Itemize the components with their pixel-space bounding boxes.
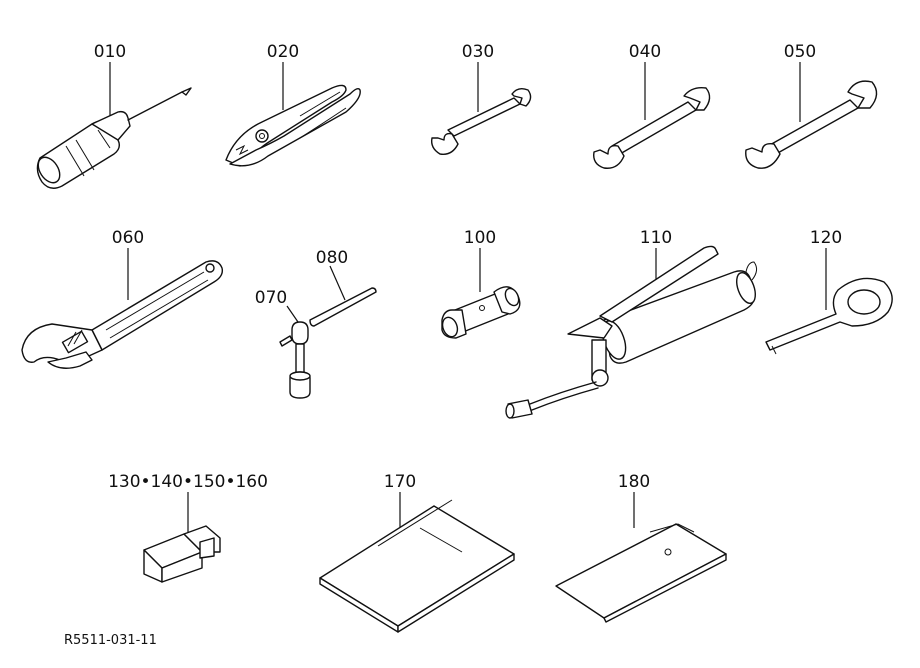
part-100-socket-wrench: 100 [441,228,521,339]
reference-code: R5511-031-11 [64,633,157,648]
part-label-080: 080 [316,248,348,268]
part-label-110: 110 [640,228,672,248]
leader-line-080 [329,265,346,301]
part-label-070: 070 [255,288,287,308]
part-170-manual: 170 [319,472,515,633]
part-130-160-fuse: 130•140•150•160 [108,472,268,583]
part-label-050: 050 [784,42,816,62]
part-label-040: 040 [629,42,661,62]
part-010-screwdriver: 010 [36,42,192,189]
part-label-130-160: 130•140•150•160 [108,472,268,492]
part-label-060: 060 [112,228,144,248]
part-label-120: 120 [810,228,842,248]
part-060-adjustable-wrench: 060 [21,228,224,369]
part-110-grease-gun: 110 [505,228,758,419]
part-120-ring-spanner: 120 [765,228,893,355]
leader-line-070 [286,305,299,323]
part-070-box-wrench: 070 [255,288,311,399]
part-050-wrench-large: 050 [745,42,878,169]
part-label-170: 170 [384,472,416,492]
part-080-rod: 080 [309,248,377,327]
part-label-030: 030 [462,42,494,62]
part-label-020: 020 [267,42,299,62]
part-label-010: 010 [94,42,126,62]
part-180-envelope: 180 [555,472,727,623]
part-030-wrench-small: 030 [430,42,532,155]
part-020-pliers: 020 [225,42,361,167]
part-label-180: 180 [618,472,650,492]
part-040-wrench-medium: 040 [593,42,711,169]
part-label-100: 100 [464,228,496,248]
